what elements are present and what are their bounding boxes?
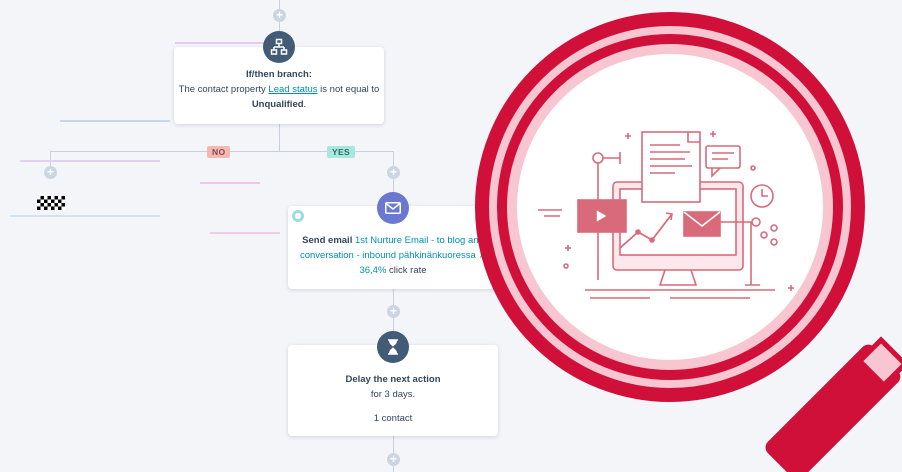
- delay-duration: for 3 days.: [370, 389, 416, 400]
- add-action-button-yes[interactable]: +: [387, 166, 400, 179]
- property-link[interactable]: Lead status: [268, 84, 318, 95]
- checker-icon: [37, 196, 65, 210]
- branch-value: Unqualified.: [251, 99, 307, 110]
- delay-title: Delay the next action: [345, 374, 441, 385]
- marketing-automation-icon: [538, 131, 794, 299]
- add-action-button-top[interactable]: +: [273, 9, 286, 22]
- branch-condition: The contact property Lead status is not …: [178, 84, 380, 95]
- email-icon: [377, 192, 409, 224]
- connector-branch-down: [279, 124, 280, 152]
- add-action-button-after-email[interactable]: +: [387, 305, 400, 318]
- email-click-rate: 36,4% click rate: [359, 265, 427, 276]
- delay-contact-count: 1 contact: [373, 413, 413, 424]
- delay-card[interactable]: Delay the next action for 3 days. 1 cont…: [288, 345, 498, 436]
- email-name-link-line2[interactable]: conversation - inbound pähkinänkuoressa: [299, 250, 476, 261]
- hourglass-icon: [377, 331, 409, 363]
- add-action-button-after-delay[interactable]: +: [387, 453, 400, 466]
- magnifier-handle: [765, 336, 902, 472]
- magnifying-glass-illustration: [475, 12, 902, 472]
- email-name-link[interactable]: 1st Nurture Email - to blog and: [354, 235, 484, 246]
- branch-icon: [263, 31, 295, 63]
- branch-yes-label: YES: [327, 146, 355, 158]
- branch-title: If/then branch:: [246, 69, 312, 80]
- email-action: Send email 1st Nurture Email - to blog a…: [302, 235, 484, 246]
- branch-no-label: NO: [207, 146, 231, 158]
- add-action-button-no[interactable]: +: [44, 166, 57, 179]
- status-dot-icon: [292, 210, 304, 222]
